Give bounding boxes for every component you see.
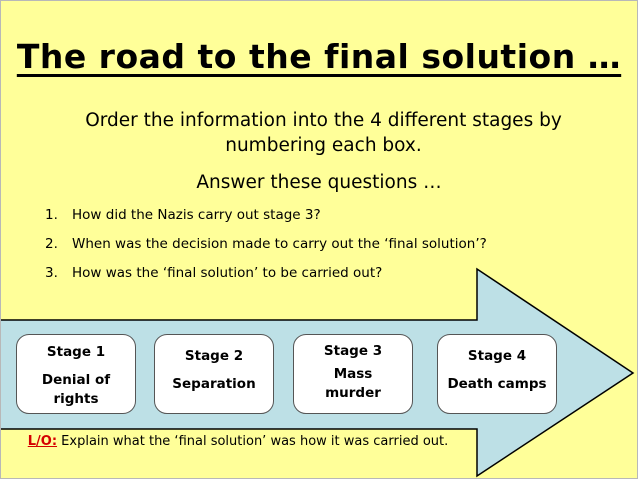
question-text: How did the Nazis carry out stage 3?	[72, 207, 321, 223]
stage-description: Mass murder	[325, 366, 381, 401]
learning-objective: L/O: Explain what the ‘final solution’ w…	[9, 433, 467, 451]
question-item: 3. How was the ‘final solution’ to be car…	[45, 264, 487, 293]
stage-description: Death camps	[447, 376, 547, 392]
stage-title: Stage 4	[467, 348, 527, 364]
stage-box-3[interactable]: Stage 3 Mass murder	[293, 334, 413, 414]
question-text: When was the decision made to carry out …	[72, 236, 487, 252]
question-number: 2.	[45, 236, 58, 252]
question-number: 1.	[45, 207, 58, 223]
question-list: 1. How did the Nazis carry out stage 3? 2…	[45, 206, 487, 293]
question-item: 2. When was the decision made to carry ou…	[45, 235, 487, 264]
question-text: How was the ‘final solution’ to be carri…	[72, 265, 383, 281]
stage-title: Stage 1	[46, 344, 106, 360]
stage-title: Stage 2	[184, 348, 244, 364]
stage-box-2[interactable]: Stage 2 Separation	[154, 334, 274, 414]
learning-objective-label: L/O:	[27, 434, 58, 449]
stage-title: Stage 3	[323, 343, 383, 359]
slide-title-text: The road to the final solution …	[16, 37, 622, 76]
answer-heading: Answer these questions …	[196, 172, 442, 193]
stage-box-1[interactable]: Stage 1 Denial of rights	[16, 334, 136, 414]
question-number: 3.	[45, 265, 58, 281]
stage-description: Separation	[172, 376, 256, 392]
question-item: 1. How did the Nazis carry out stage 3?	[45, 206, 487, 235]
slide-title: The road to the final solution …	[1, 37, 637, 76]
stage-box-4[interactable]: Stage 4 Death camps	[437, 334, 557, 414]
stage-description: Denial of rights	[41, 372, 111, 407]
intro-text: Order the information into the 4 differe…	[85, 110, 562, 156]
learning-objective-text: Explain what the ‘final solution’ was ho…	[57, 434, 449, 449]
